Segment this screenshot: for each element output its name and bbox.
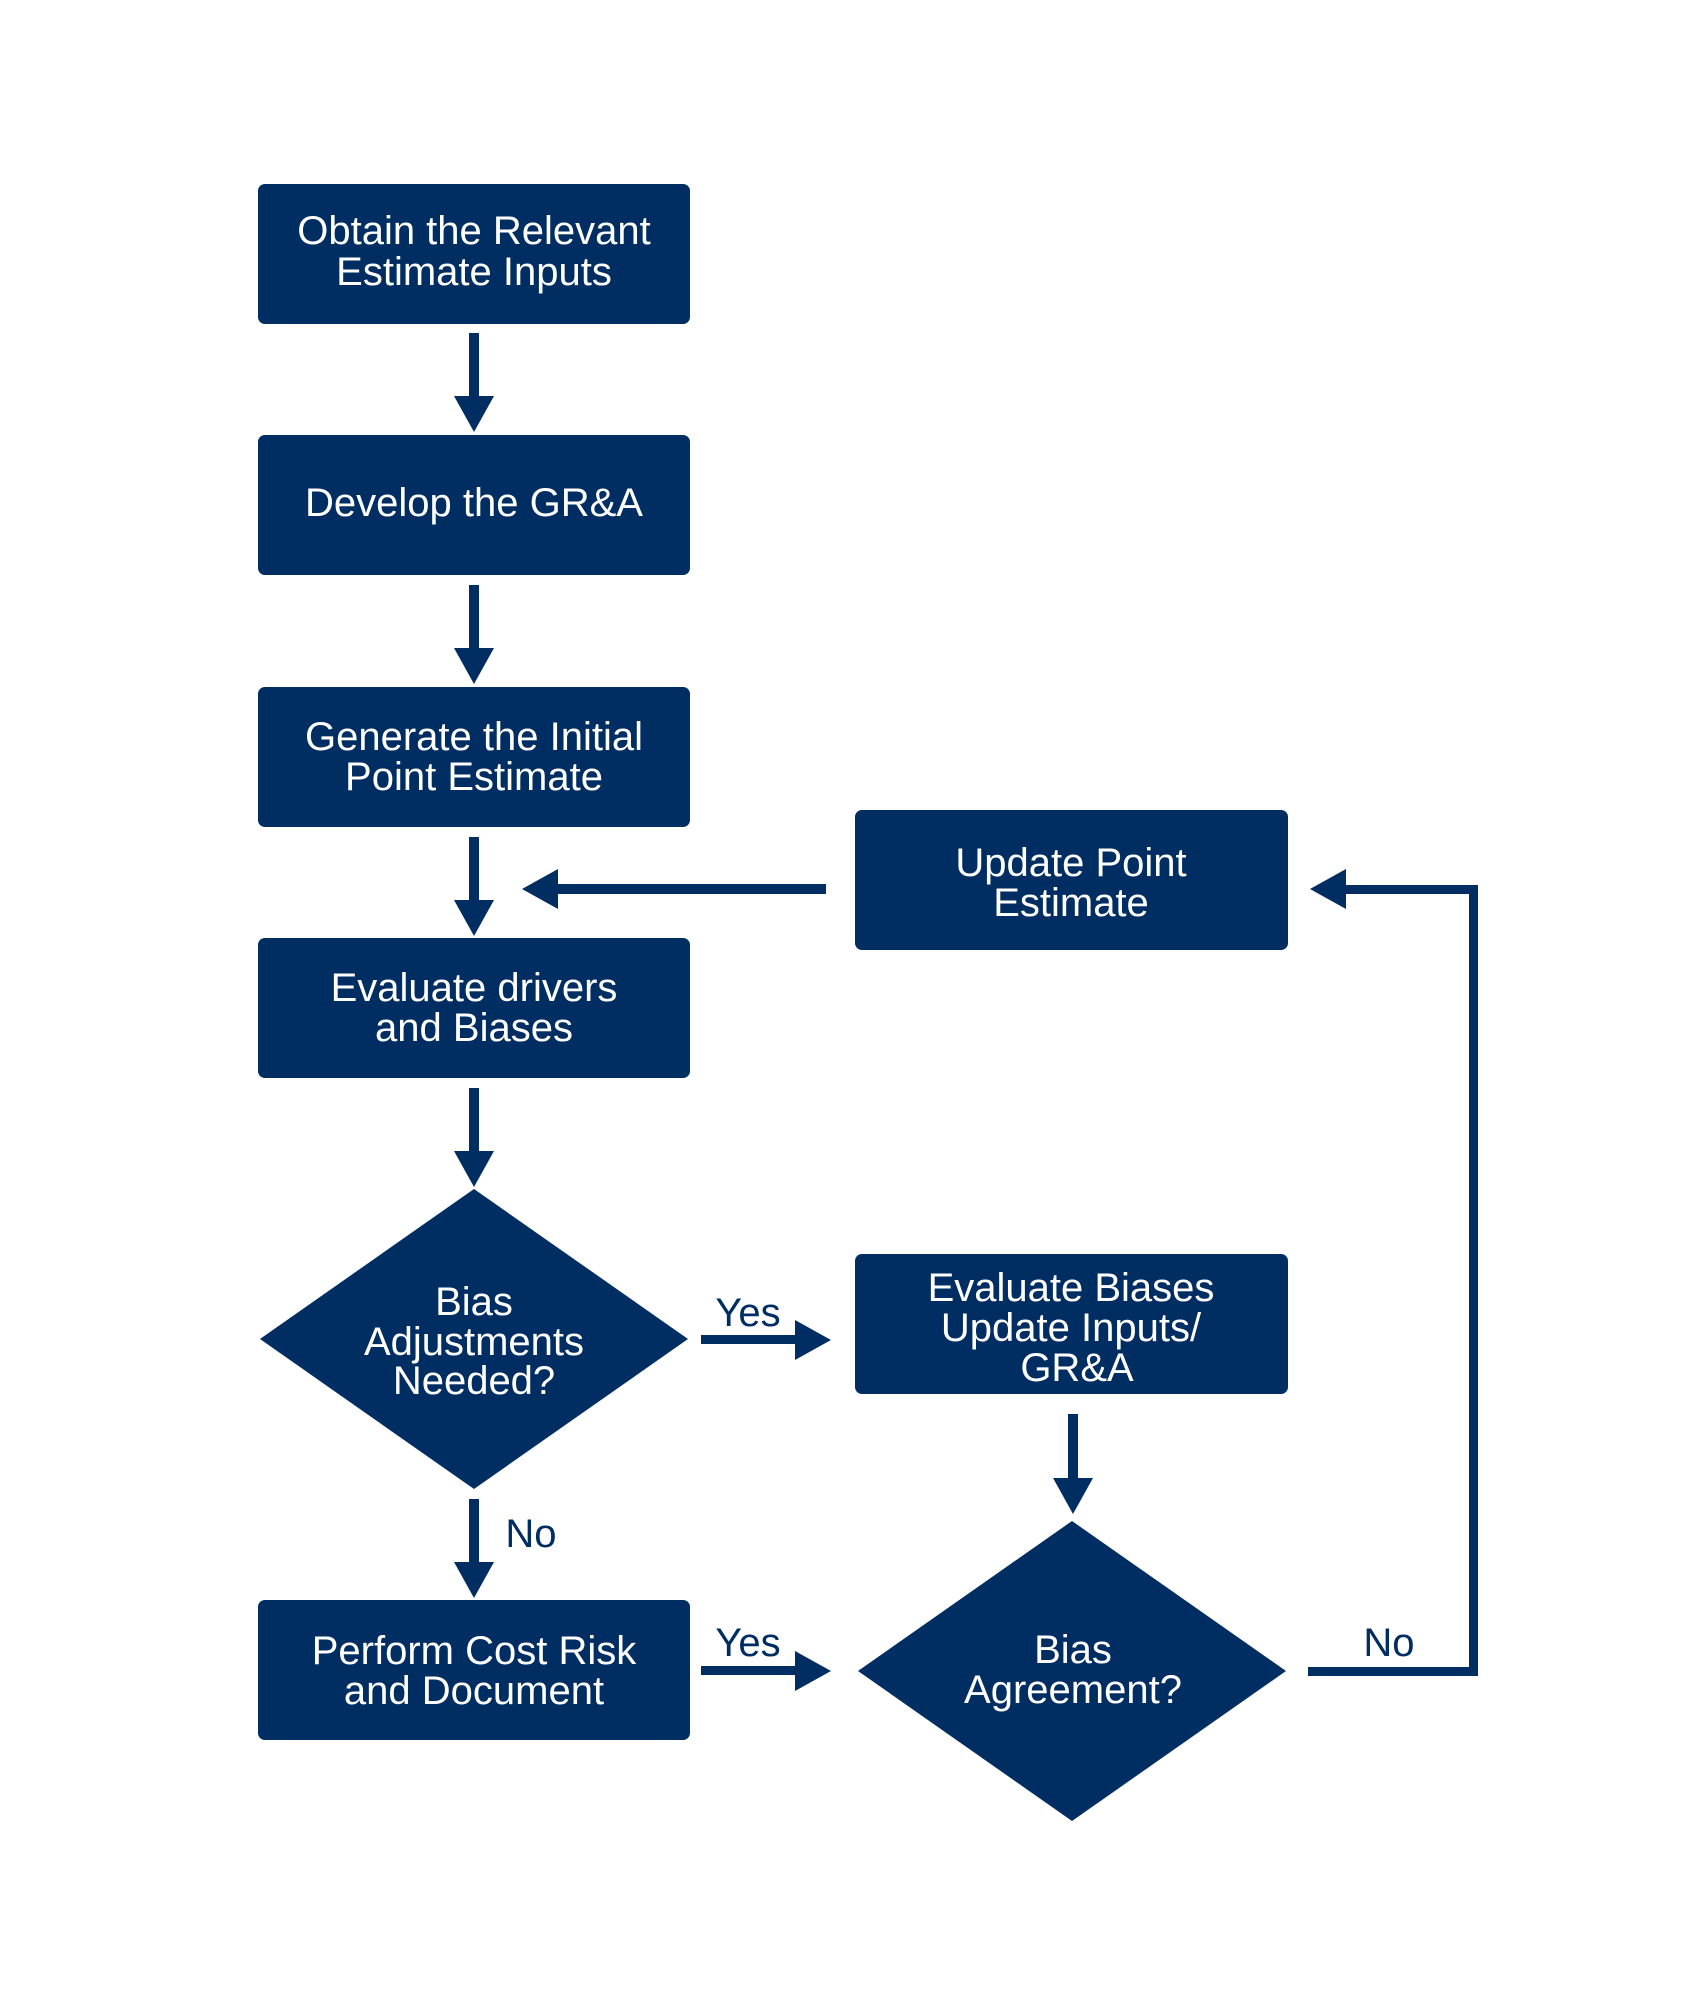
node-generate-estimate: Generate the Initial Point Estimate [258, 687, 690, 827]
arrow-bias-adjustments-yes [701, 1320, 831, 1360]
node-evaluate-drivers-line1: Evaluate drivers [331, 966, 618, 1010]
label-agreement-yes: Yes [715, 1621, 780, 1665]
node-update-point-estimate-line1: Update Point [955, 841, 1186, 885]
arrow-evaluate-drivers-to-bias-adjustments [454, 1088, 494, 1187]
node-evaluate-drivers-line2: and Biases [375, 1006, 573, 1050]
node-evaluate-biases-line1: Evaluate Biases [928, 1266, 1215, 1310]
decision-bias-adjustments-line3: Needed? [393, 1359, 555, 1403]
arrow-develop-to-generate [454, 585, 494, 684]
node-perform-cost-risk: Perform Cost Risk and Document [258, 1600, 690, 1740]
arrow-bias-adjustments-no [454, 1499, 494, 1598]
label-adjustments-no: No [505, 1512, 556, 1556]
node-evaluate-biases-line2: Update Inputs/ [941, 1306, 1202, 1350]
arrow-obtain-to-develop [454, 333, 494, 432]
arrow-perform-to-agreement-yes [701, 1651, 831, 1691]
node-perform-cost-risk-box [258, 1600, 690, 1740]
node-obtain-inputs: Obtain the Relevant Estimate Inputs [258, 184, 690, 324]
decision-bias-agreement: Bias Agreement? [858, 1521, 1286, 1821]
decision-bias-agreement-line2: Agreement? [964, 1668, 1182, 1712]
label-adjustments-yes: Yes [715, 1291, 780, 1335]
node-generate-estimate-line1: Generate the Initial [305, 715, 643, 759]
node-develop-gra-box [258, 435, 690, 575]
arrow-agreement-no-loop [1308, 869, 1478, 1676]
decision-bias-agreement-diamond [858, 1521, 1286, 1821]
node-evaluate-drivers-box [258, 938, 690, 1078]
node-evaluate-drivers: Evaluate drivers and Biases [258, 938, 690, 1078]
label-agreement-no: No [1363, 1621, 1414, 1665]
node-evaluate-biases-line3: GR&A [1020, 1346, 1134, 1390]
node-perform-cost-risk-line2: and Document [344, 1669, 604, 1713]
node-develop-gra: Develop the GR&A [258, 435, 690, 575]
node-perform-cost-risk-line1: Perform Cost Risk [312, 1629, 637, 1673]
node-obtain-inputs-line2: Estimate Inputs [336, 250, 612, 294]
node-update-point-estimate-box [855, 810, 1288, 950]
arrow-update-to-evaluate-drivers [522, 869, 826, 909]
node-develop-gra-line1: Develop the GR&A [305, 481, 643, 525]
node-generate-estimate-line2: Point Estimate [345, 755, 603, 799]
decision-bias-adjustments-diamond [260, 1189, 688, 1489]
node-update-point-estimate-line2: Estimate [993, 881, 1149, 925]
arrow-generate-to-evaluate-drivers [454, 837, 494, 936]
node-evaluate-biases: Evaluate Biases Update Inputs/ GR&A [855, 1254, 1288, 1394]
node-obtain-inputs-line1: Obtain the Relevant [297, 209, 651, 253]
decision-bias-adjustments-line1: Bias [435, 1280, 513, 1324]
decision-bias-adjustments-line2: Adjustments [364, 1320, 584, 1364]
node-generate-estimate-box [258, 687, 690, 827]
arrow-evaluate-biases-to-agreement [1053, 1414, 1093, 1514]
node-obtain-inputs-box [258, 184, 690, 324]
decision-bias-agreement-line1: Bias [1034, 1628, 1112, 1672]
decision-bias-adjustments: Bias Adjustments Needed? [260, 1189, 688, 1489]
node-update-point-estimate: Update Point Estimate [855, 810, 1288, 950]
node-evaluate-biases-box [855, 1254, 1288, 1394]
